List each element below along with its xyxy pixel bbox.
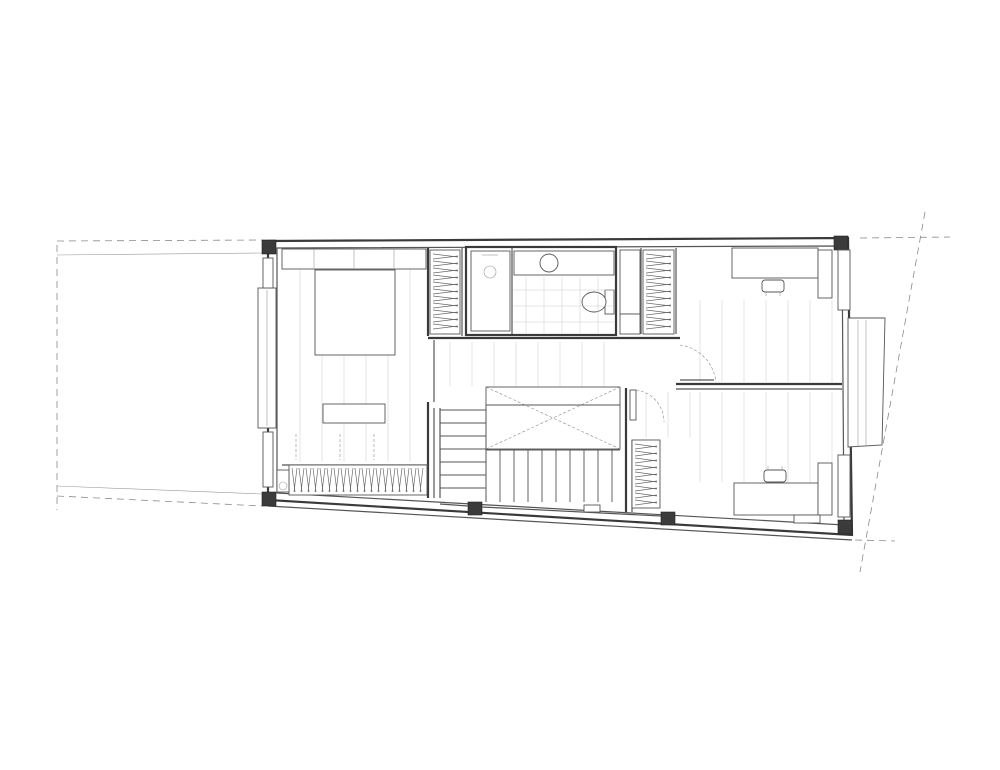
hanger xyxy=(432,283,459,288)
hanger xyxy=(645,255,672,260)
hanger xyxy=(328,467,333,493)
hanger xyxy=(634,501,658,506)
hanger xyxy=(432,255,459,260)
hanger xyxy=(384,467,389,493)
bedroom-right-lower xyxy=(733,462,833,524)
bathroom xyxy=(470,250,615,333)
hanger xyxy=(412,467,417,493)
hanger xyxy=(335,467,340,493)
hanger xyxy=(634,487,658,492)
hanger xyxy=(634,452,658,457)
closets xyxy=(429,249,675,509)
hanger xyxy=(634,459,658,464)
vanity xyxy=(513,250,615,276)
facade-sills xyxy=(439,503,662,517)
hanger xyxy=(645,290,672,295)
hanger xyxy=(634,445,658,450)
hanger xyxy=(645,311,672,316)
hanger xyxy=(645,269,672,274)
hanger xyxy=(634,480,658,485)
hanger xyxy=(432,318,459,323)
sink xyxy=(539,253,559,273)
hanger xyxy=(398,467,403,493)
bedroom-left xyxy=(276,248,428,496)
stair xyxy=(440,386,637,502)
hanger xyxy=(645,318,672,323)
bed xyxy=(314,269,396,356)
site-boundary-lines xyxy=(56,211,951,573)
hanger xyxy=(321,467,326,493)
hanger xyxy=(432,304,459,309)
hanger xyxy=(645,276,672,281)
hanger xyxy=(634,466,658,471)
hanger xyxy=(645,262,672,267)
hanger xyxy=(300,467,305,493)
hanger xyxy=(645,325,672,330)
hanger xyxy=(314,467,319,493)
hanger xyxy=(432,290,459,295)
structural-columns xyxy=(261,235,853,535)
hanger xyxy=(363,467,368,493)
hanger xyxy=(432,276,459,281)
hanger xyxy=(432,311,459,316)
hanger xyxy=(645,283,672,288)
hanger xyxy=(349,467,354,493)
hanger xyxy=(293,467,298,493)
hanger xyxy=(432,269,459,274)
hanger xyxy=(432,325,459,330)
hanger xyxy=(645,304,672,309)
chair-upper xyxy=(761,279,785,296)
hanger xyxy=(405,467,410,493)
chair-lower xyxy=(763,466,787,483)
windows xyxy=(257,249,886,518)
hanger xyxy=(307,467,312,493)
hanger xyxy=(377,467,382,493)
hanger xyxy=(634,473,658,478)
hanger xyxy=(391,467,396,493)
hanger xyxy=(419,467,424,493)
hanger xyxy=(370,467,375,493)
door-swings xyxy=(635,344,717,423)
hanger xyxy=(356,467,361,493)
desk-upper xyxy=(731,247,819,279)
hanger xyxy=(634,494,658,499)
hanger xyxy=(342,467,347,493)
hanger xyxy=(432,297,459,302)
bench xyxy=(322,403,386,424)
bedroom-right-upper xyxy=(731,247,833,299)
hanger xyxy=(432,262,459,267)
shower xyxy=(470,250,511,332)
hanger xyxy=(645,297,672,302)
desk-lower xyxy=(733,482,819,516)
